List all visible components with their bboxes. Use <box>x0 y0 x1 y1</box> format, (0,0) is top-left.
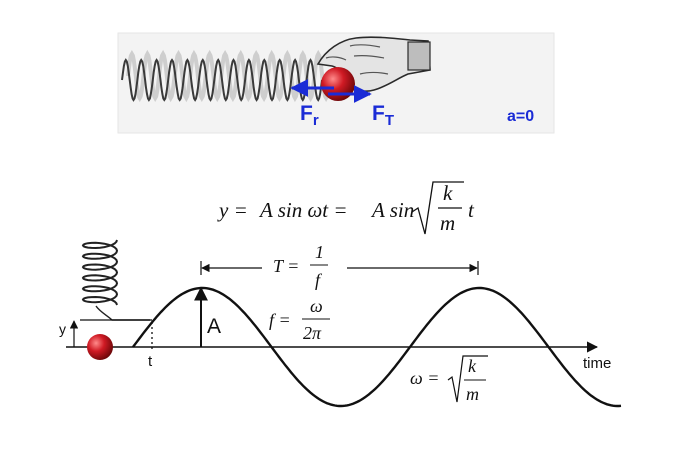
period-formula: T = 1 f <box>273 242 328 290</box>
equation-sine-sqrt-form: A sin <box>370 198 414 222</box>
spring-mass-link <box>95 305 150 321</box>
sqrt-sign <box>411 181 464 235</box>
amplitude-label: A <box>207 315 221 338</box>
top-panel: Fr FT a=0 <box>117 32 555 134</box>
angular-frequency-formula: ω = k m <box>410 355 488 404</box>
omega-denominator: m <box>466 384 479 404</box>
frequency-lhs: f = <box>269 310 291 330</box>
equation-sine-form: A sin ωt = <box>258 198 348 222</box>
wave-plot: time T = 1 f A f = ω 2π ω = k <box>59 239 622 408</box>
omega-numerator: k <box>468 356 477 376</box>
frequency-numerator: ω <box>310 296 323 316</box>
frequency-denominator: 2π <box>303 323 322 343</box>
tension-force-label: FT <box>372 102 394 129</box>
time-axis-label: time <box>583 355 611 372</box>
main-equation: y = A sin ωt = A sin k m t <box>217 181 475 235</box>
sine-curve <box>132 286 622 408</box>
equation-m: m <box>440 211 455 235</box>
period-lhs: T = <box>273 256 299 276</box>
vertical-spring <box>81 239 119 306</box>
period-numerator: 1 <box>315 242 324 262</box>
time-marker-label: t <box>148 353 153 370</box>
equation-lhs: y = <box>217 198 248 222</box>
frequency-formula: f = ω 2π <box>269 296 330 343</box>
displacement-label: y <box>59 321 66 337</box>
equation-t: t <box>468 198 475 222</box>
restoring-force-label: Fr <box>300 102 319 129</box>
acceleration-label: a=0 <box>507 108 534 125</box>
omega-sqrt-sign <box>447 355 488 403</box>
period-denominator: f <box>315 270 323 290</box>
top-panel-border <box>117 32 555 134</box>
omega-lhs: ω = <box>410 368 439 388</box>
horizontal-spring <box>121 58 323 102</box>
equation-k: k <box>443 181 453 205</box>
mass-ball <box>87 334 113 360</box>
red-ball <box>321 67 355 101</box>
